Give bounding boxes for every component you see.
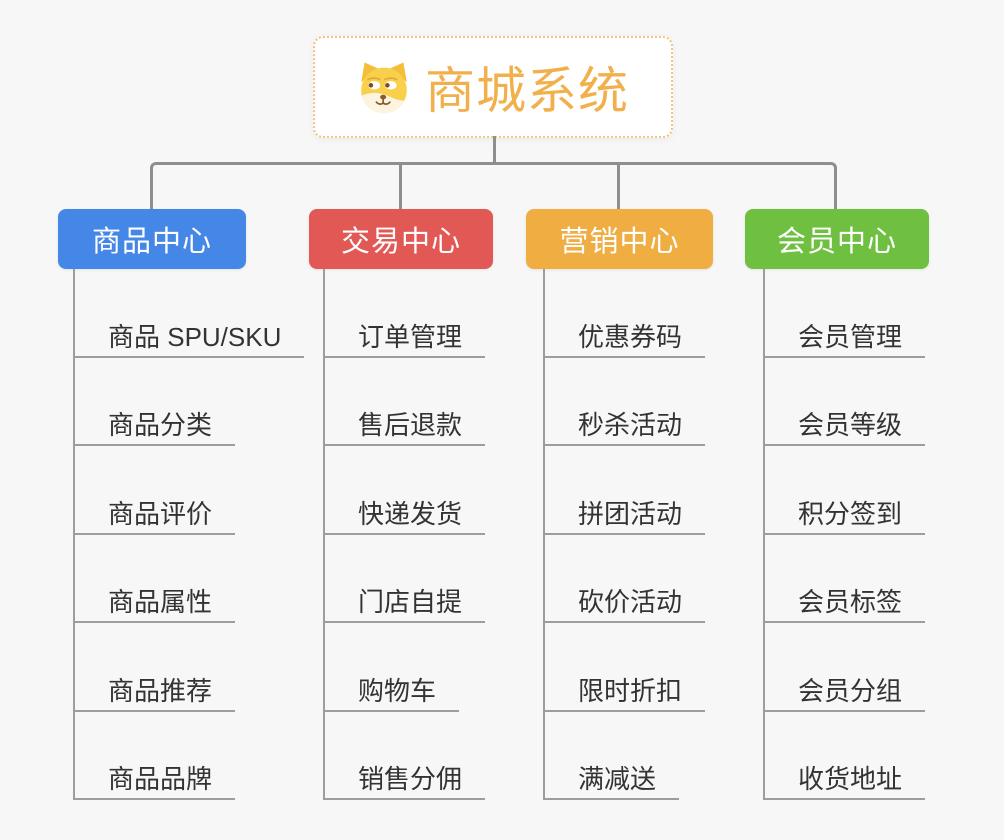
branch-node-marketing-center[interactable]: 营销中心 [526,209,713,269]
branch-connector-marketing [617,164,620,209]
leaf-row: 快递发货 [325,446,486,535]
leaf-item[interactable]: 商品品牌 [75,765,236,800]
leaf-item[interactable]: 砍价活动 [545,588,706,623]
leaf-item[interactable]: 限时折扣 [545,677,706,712]
leaf-row: 商品推荐 [75,623,304,712]
branch-node-product-center[interactable]: 商品中心 [58,209,246,269]
leaf-item[interactable]: 会员分组 [765,677,926,712]
leaf-item[interactable]: 销售分佣 [325,765,486,800]
leaf-item[interactable]: 商品分类 [75,411,236,446]
root-node[interactable]: 商城系统 [313,36,673,138]
leaf-row: 优惠券码 [545,269,706,358]
doge-icon [357,60,411,114]
leaf-item[interactable]: 购物车 [325,677,460,712]
leaf-item[interactable]: 订单管理 [325,323,486,358]
leaf-row: 秒杀活动 [545,358,706,446]
leaf-row: 商品 SPU/SKU [75,269,305,358]
branch-connector-trade [399,164,402,209]
leaf-row: 商品属性 [75,535,304,623]
branch-label: 交易中心 [340,226,461,258]
leaf-item[interactable]: 会员标签 [765,588,926,623]
leaf-item[interactable]: 商品评价 [75,500,236,535]
branch-bus-connector [150,162,837,209]
leaf-row: 购物车 [325,623,485,712]
leaf-row: 会员管理 [765,269,926,358]
leaf-column-member: 会员管理 会员等级 积分签到 会员标签 会员分组 收货地址 [763,269,926,800]
branch-label: 商品中心 [91,226,212,258]
root-title: 商城系统 [425,63,629,119]
leaf-row: 收货地址 [765,712,926,800]
leaf-row: 限时折扣 [545,623,706,712]
leaf-item[interactable]: 秒杀活动 [545,411,706,446]
branch-node-member-center[interactable]: 会员中心 [745,209,929,269]
leaf-row: 商品品牌 [75,712,304,800]
branch-label: 营销中心 [559,226,680,258]
leaf-row: 销售分佣 [325,712,486,800]
leaf-row: 会员标签 [765,535,926,623]
leaf-item[interactable]: 拼团活动 [545,500,706,535]
leaf-item[interactable]: 满减送 [545,765,680,800]
branch-node-trade-center[interactable]: 交易中心 [309,209,493,269]
leaf-item[interactable]: 商品属性 [75,588,236,623]
leaf-row: 会员等级 [765,358,926,446]
leaf-column-trade: 订单管理 售后退款 快递发货 门店自提 购物车 销售分佣 [323,269,486,800]
leaf-row: 积分签到 [765,446,926,535]
branch-label: 会员中心 [776,226,897,258]
leaf-item[interactable]: 商品 SPU/SKU [75,323,305,358]
leaf-row: 商品评价 [75,446,304,535]
leaf-row: 砍价活动 [545,535,706,623]
leaf-row: 门店自提 [325,535,486,623]
leaf-row: 满减送 [545,712,705,800]
leaf-row: 拼团活动 [545,446,706,535]
leaf-item[interactable]: 售后退款 [325,411,486,446]
leaf-row: 商品分类 [75,358,304,446]
leaf-item[interactable]: 门店自提 [325,588,486,623]
leaf-item[interactable]: 快递发货 [325,500,486,535]
leaf-column-marketing: 优惠券码 秒杀活动 拼团活动 砍价活动 限时折扣 满减送 [543,269,706,800]
leaf-item[interactable]: 商品推荐 [75,677,236,712]
leaf-row: 订单管理 [325,269,486,358]
leaf-item[interactable]: 收货地址 [765,765,926,800]
leaf-item[interactable]: 会员等级 [765,411,926,446]
leaf-item[interactable]: 积分签到 [765,500,926,535]
leaf-item[interactable]: 会员管理 [765,323,926,358]
leaf-row: 售后退款 [325,358,486,446]
leaf-item[interactable]: 优惠券码 [545,323,706,358]
leaf-row: 会员分组 [765,623,926,712]
leaf-column-product: 商品 SPU/SKU 商品分类 商品评价 商品属性 商品推荐 商品品牌 [73,269,305,800]
root-stem-connector [493,136,496,163]
